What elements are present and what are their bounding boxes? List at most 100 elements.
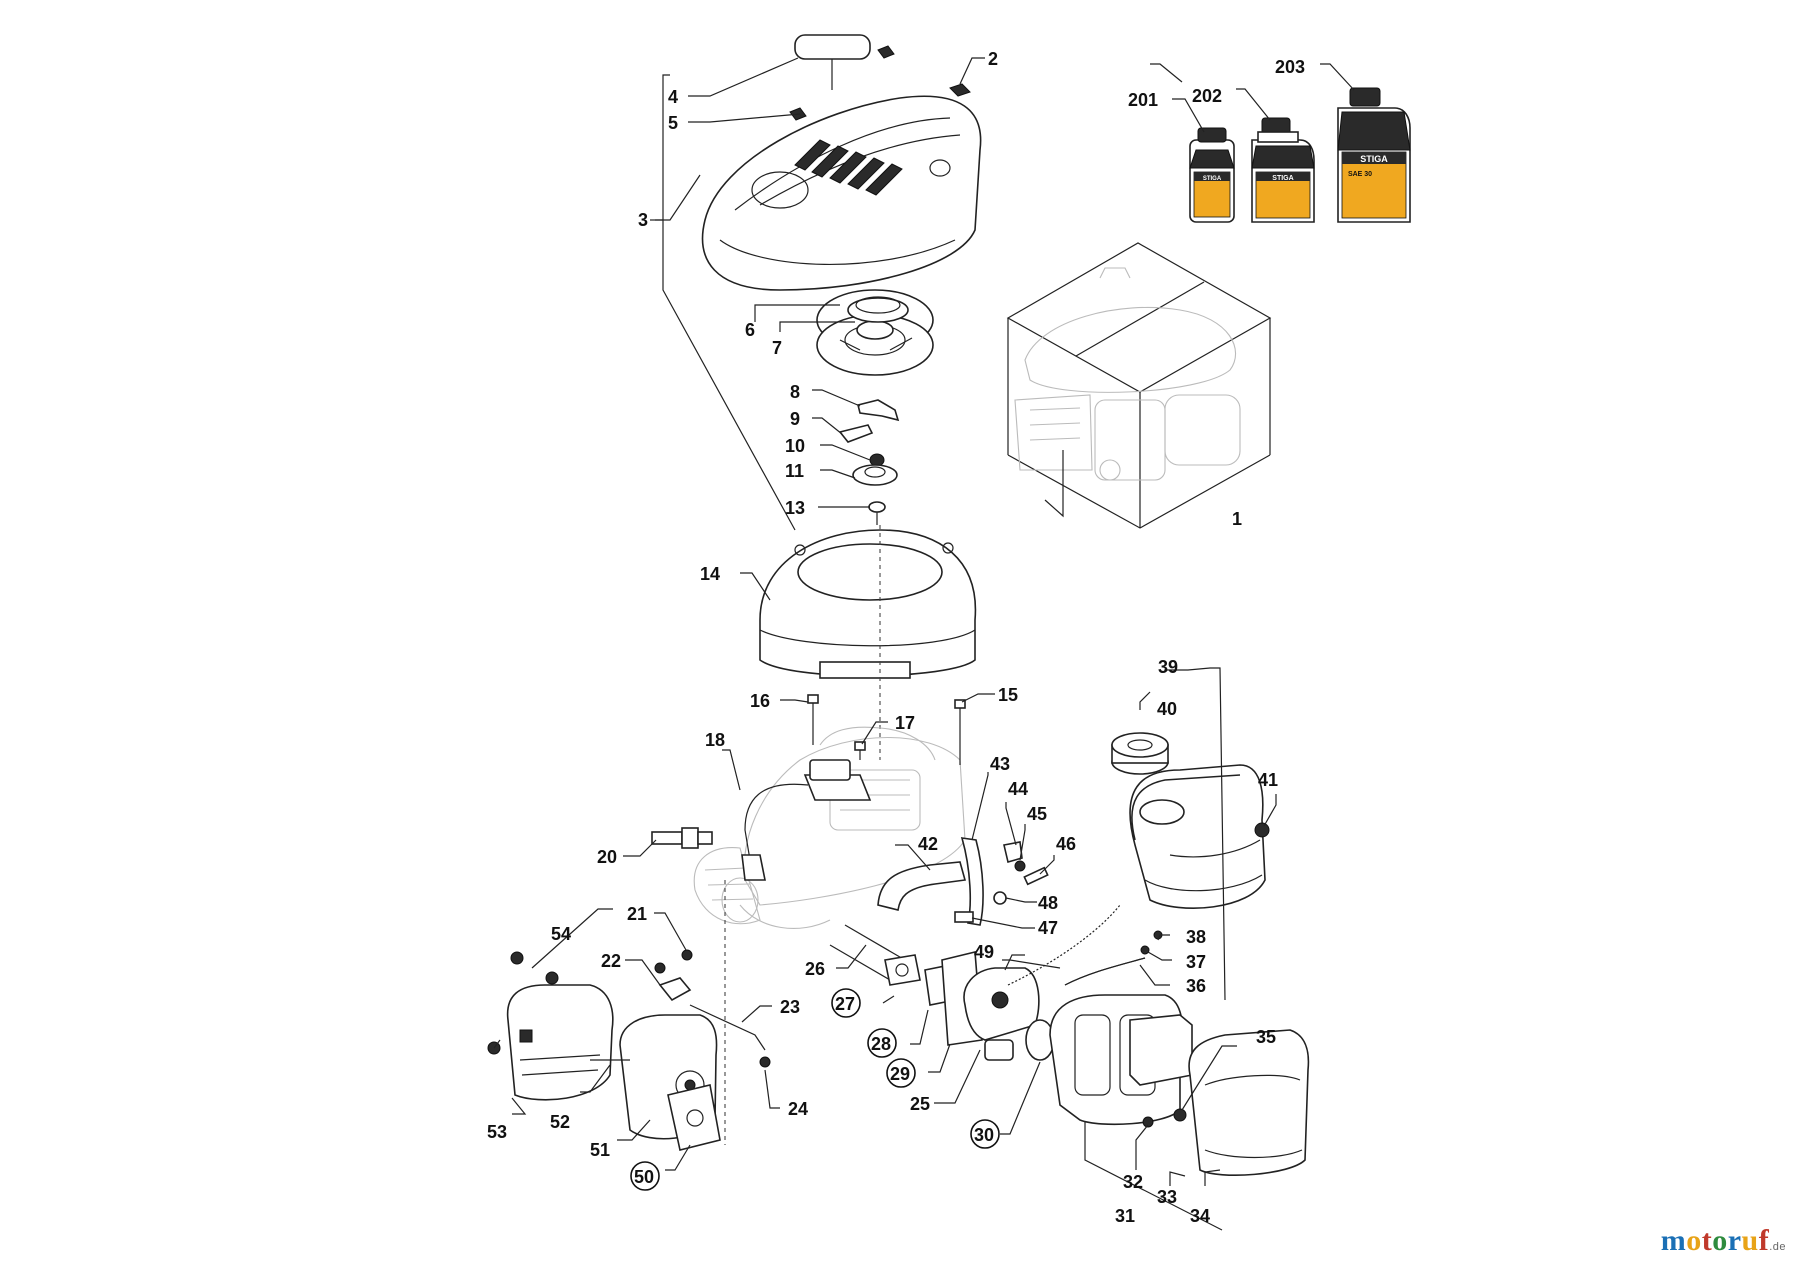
label-14: 14 <box>700 564 720 584</box>
blower-housing <box>759 529 977 679</box>
label-202: 202 <box>1192 86 1222 106</box>
label-35: 35 <box>1256 1027 1276 1047</box>
label-26: 26 <box>805 959 825 979</box>
stud-26a <box>844 924 906 961</box>
label-32: 32 <box>1123 1172 1143 1192</box>
label-48: 48 <box>1038 893 1058 913</box>
label-50: 50 <box>634 1167 654 1187</box>
label-31: 31 <box>1115 1206 1135 1226</box>
carburetor <box>963 954 1040 1061</box>
recoil-starter <box>816 289 934 376</box>
label-21: 21 <box>627 904 647 924</box>
oil-bottle-small: STIGA <box>1189 127 1235 223</box>
label-42: 42 <box>918 834 938 854</box>
washer-13 <box>868 501 886 513</box>
bolt-17 <box>854 741 866 760</box>
cam-11 <box>852 464 898 486</box>
label-45: 45 <box>1027 804 1047 824</box>
label-43: 43 <box>990 754 1010 774</box>
label-5: 5 <box>668 113 678 133</box>
washer-48 <box>993 891 1007 905</box>
rod-23 <box>689 1004 766 1051</box>
leader-lines <box>493 57 1355 1231</box>
label-1: 1 <box>1232 509 1242 529</box>
clamp-37 <box>1140 945 1150 955</box>
label-51: 51 <box>590 1140 610 1160</box>
fuel-cap <box>1111 732 1169 775</box>
nut-2 <box>949 83 971 97</box>
label-34: 34 <box>1190 1206 1210 1226</box>
bolt-16 <box>807 694 819 745</box>
watermark-letter: o <box>1712 1224 1728 1257</box>
label-15: 15 <box>998 685 1018 705</box>
filter-cover-34 <box>1188 1029 1310 1176</box>
label-8: 8 <box>790 382 800 402</box>
stud-26b <box>829 944 891 981</box>
muffler-guard <box>506 984 614 1101</box>
label-201: 201 <box>1128 90 1158 110</box>
watermark-suffix: .de <box>1769 1241 1786 1253</box>
circle-28 <box>867 1028 897 1058</box>
watermark-letter: r <box>1727 1224 1742 1257</box>
oil-bottle-large: STIGA SAE 30 <box>1337 87 1411 223</box>
clamp-44 <box>1003 841 1023 863</box>
label-11: 11 <box>785 461 804 481</box>
engine-top-cover <box>701 95 982 291</box>
bottle-brand-small: STIGA <box>1203 176 1222 182</box>
watermark-letter: u <box>1741 1224 1759 1257</box>
label-29: 29 <box>890 1064 910 1084</box>
site-watermark: motoruf.de <box>1661 1224 1786 1258</box>
bolt-54b <box>545 971 559 985</box>
screw-10 <box>869 453 885 467</box>
label-28: 28 <box>871 1034 891 1054</box>
screw-22a <box>654 962 666 974</box>
label-41: 41 <box>1258 770 1278 790</box>
label-39: 39 <box>1158 657 1178 677</box>
ignition-coil <box>741 759 872 881</box>
label-17: 17 <box>895 713 915 733</box>
watermark-letter: f <box>1758 1224 1770 1257</box>
gasket-50 <box>667 1084 721 1151</box>
bracket-43 <box>960 837 984 926</box>
bracket-22 <box>658 977 692 1002</box>
circle-27 <box>831 988 861 1018</box>
label-52: 52 <box>550 1112 570 1132</box>
callout-labels: 1 2 3 4 5 6 7 8 9 10 11 13 14 15 16 17 1… <box>487 49 1305 1226</box>
spark-plug <box>651 827 713 849</box>
oil-bottle-medium: STIGA <box>1251 117 1315 223</box>
circle-50 <box>630 1161 660 1191</box>
starter-handle <box>794 34 871 90</box>
bolt-15 <box>954 699 966 765</box>
label-36: 36 <box>1186 976 1206 996</box>
bottle-grade-large: SAE 30 <box>1348 171 1372 178</box>
label-27: 27 <box>835 994 855 1014</box>
label-44: 44 <box>1008 779 1028 799</box>
watermark-letter: m <box>1660 1224 1687 1257</box>
label-10: 10 <box>785 436 805 456</box>
screw-21 <box>681 949 693 961</box>
label-203: 203 <box>1275 57 1305 77</box>
label-37: 37 <box>1186 952 1206 972</box>
gasket-27 <box>884 954 921 986</box>
label-22: 22 <box>601 951 621 971</box>
pawl-9 <box>838 424 874 443</box>
pipe-42 <box>877 861 967 911</box>
circle-29 <box>886 1058 916 1088</box>
pawl-8 <box>857 399 900 422</box>
cover-vent-slots <box>794 139 903 196</box>
part-24 <box>759 1056 771 1068</box>
watermark-letter: o <box>1686 1224 1702 1257</box>
bolt-54 <box>510 951 524 965</box>
screw-47 <box>954 911 974 923</box>
screw-41 <box>1254 822 1270 838</box>
screw-32 <box>1142 1116 1154 1128</box>
label-13: 13 <box>785 498 805 518</box>
label-38: 38 <box>1186 927 1206 947</box>
label-49: 49 <box>974 942 994 962</box>
label-54: 54 <box>551 924 571 944</box>
label-25: 25 <box>910 1094 930 1114</box>
label-18: 18 <box>705 730 725 750</box>
label-2: 2 <box>988 49 998 69</box>
bottle-brand-medium: STIGA <box>1272 175 1293 182</box>
